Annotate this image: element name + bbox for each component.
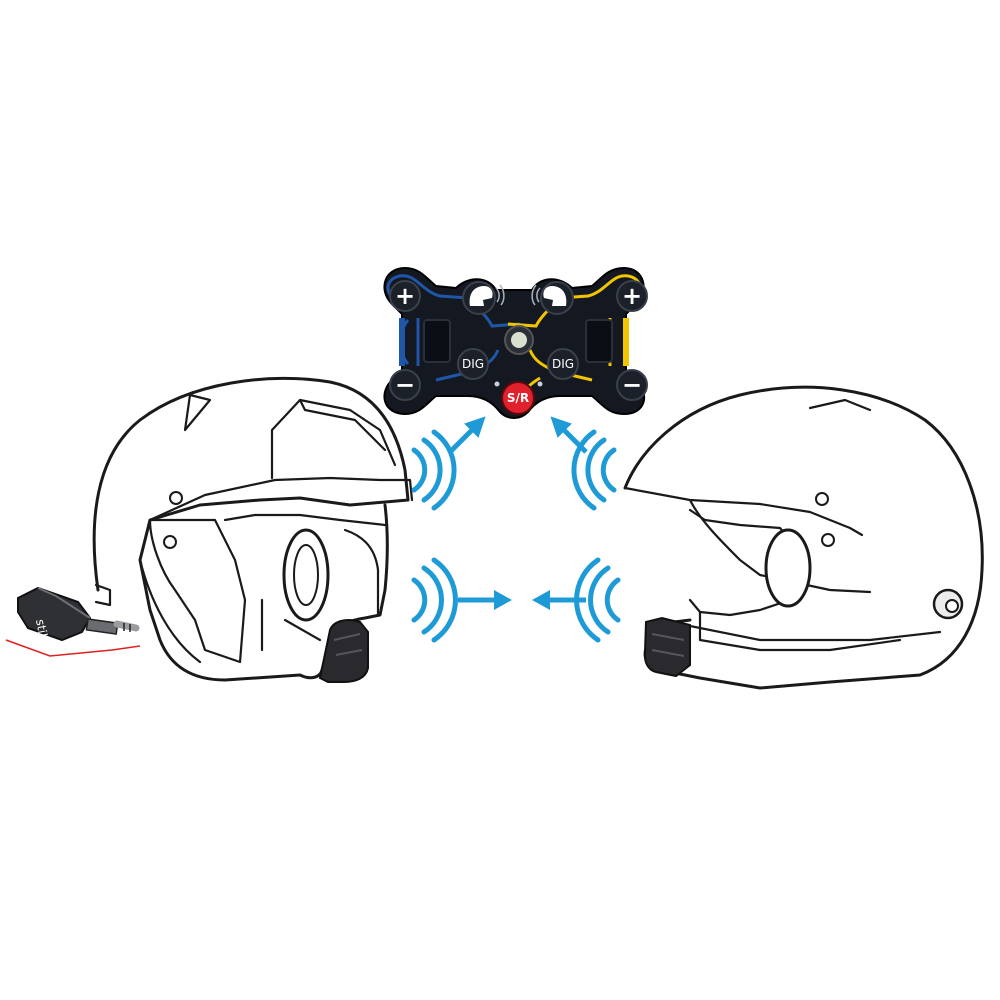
right-minus-button[interactable]: −: [616, 369, 648, 401]
stilo-connector: stilo: [5, 586, 141, 657]
arrow-icon: [532, 590, 586, 610]
right-dig-button[interactable]: DIG: [547, 348, 579, 380]
right-minus-label: −: [622, 371, 642, 399]
left-plus-label: +: [395, 282, 415, 310]
left-dig-label: DIG: [462, 357, 484, 371]
left-minus-label: −: [395, 371, 415, 399]
left-minus-button[interactable]: −: [389, 369, 421, 401]
connector-cable: [5, 639, 141, 657]
wireless-signal-icon: [411, 429, 457, 511]
sr-button[interactable]: S/R: [501, 381, 535, 415]
connector-body: [17, 586, 92, 642]
right-mic-unit: [643, 616, 691, 678]
left-helmet-button[interactable]: [462, 281, 505, 315]
helmet-icon: [469, 286, 493, 306]
left-indicator-window: [423, 319, 451, 363]
right-plus-button[interactable]: +: [616, 280, 648, 312]
right-dig-label: DIG: [552, 357, 574, 371]
left-helmet: [92, 376, 414, 683]
right-helmet-brow: [623, 486, 864, 537]
right-helmet: [623, 385, 984, 690]
left-helmet-ear-cup: [282, 528, 330, 622]
right-helmet-button[interactable]: [531, 281, 574, 315]
arrow-icon: [550, 416, 588, 454]
right-helmet-ear-cup: [764, 528, 812, 608]
arrow-icon: [458, 590, 512, 610]
right-indicator-window: [585, 319, 613, 363]
left-plus-button[interactable]: +: [389, 280, 421, 312]
helmet-icon: [543, 286, 567, 306]
left-helmet-visor-line: [270, 398, 397, 480]
wireless-signal-icon: [571, 429, 617, 511]
left-helmet-cheek: [148, 518, 247, 664]
right-plus-label: +: [622, 282, 642, 310]
sr-label: S/R: [507, 391, 529, 405]
connector-brand-text: stilo: [33, 618, 51, 645]
wireless-signal-icon: [411, 557, 458, 643]
arrow-icon: [448, 416, 486, 454]
control-panel: + − + − DIG: [383, 266, 648, 419]
left-dig-button[interactable]: DIG: [457, 348, 489, 380]
left-helmet-brow: [148, 476, 414, 522]
